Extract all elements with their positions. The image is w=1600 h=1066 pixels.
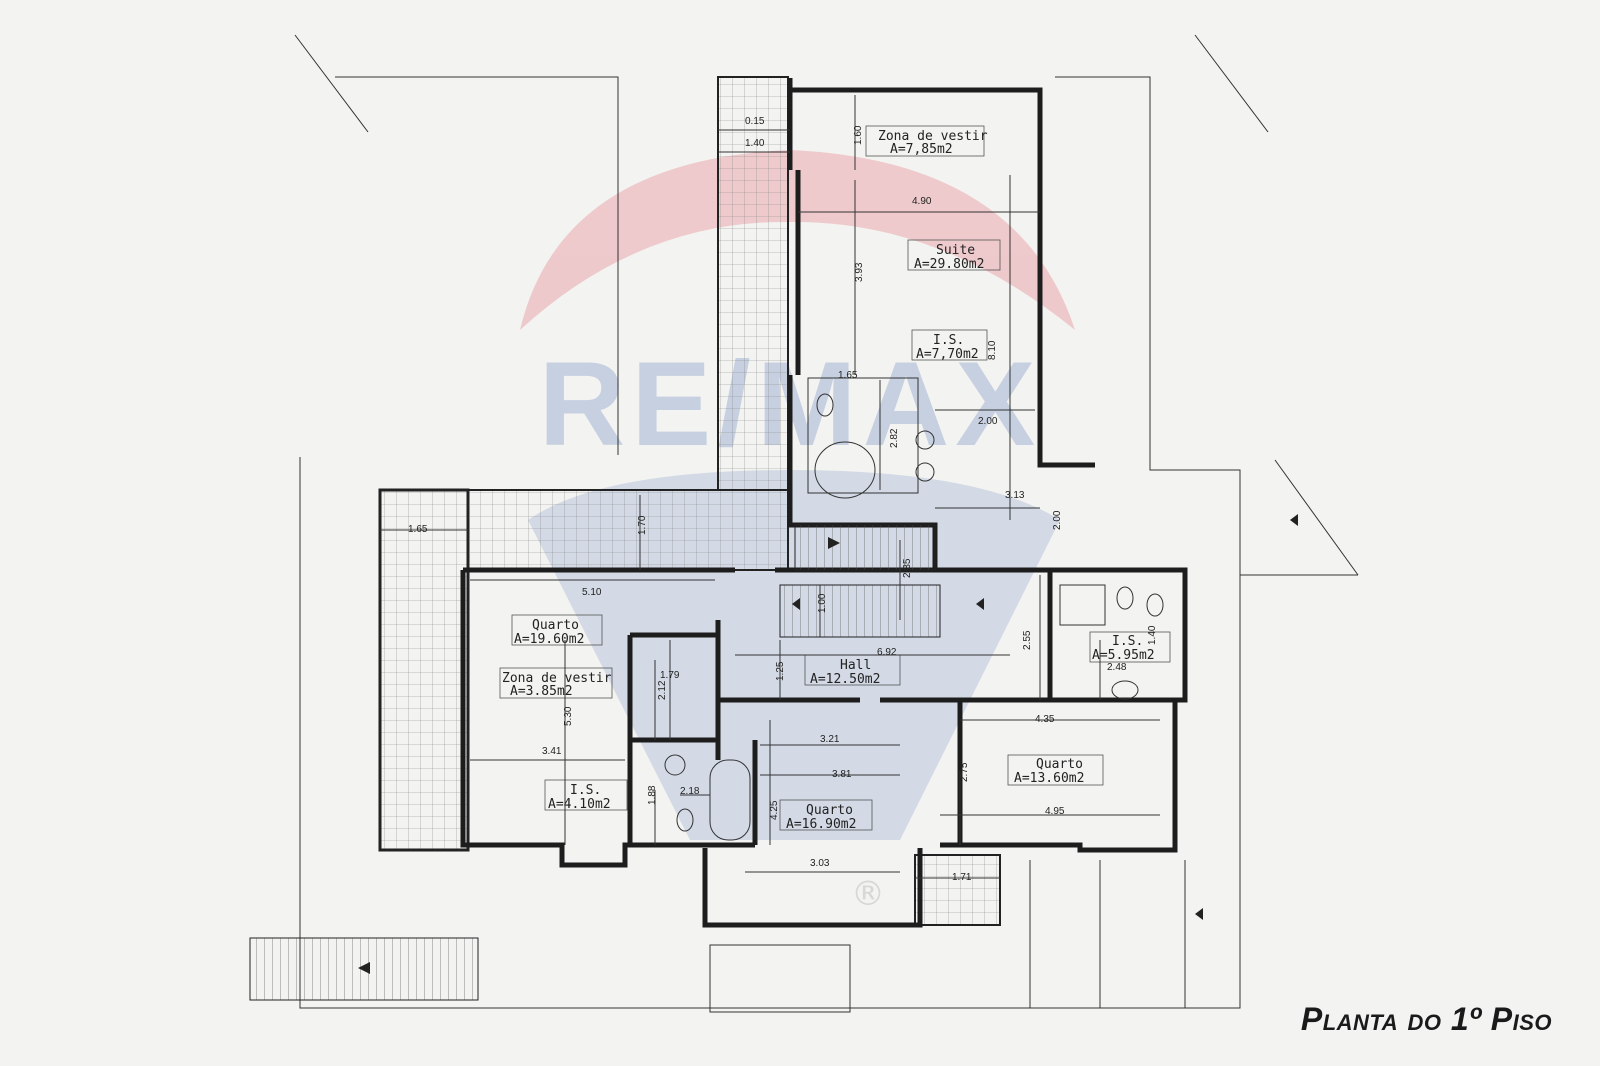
dim-2-75: 2.75 [959,762,970,782]
label-quarto-right: Quarto [1036,757,1083,772]
dim-2-82: 2.82 [889,428,900,448]
label-is-suite: I.S. [933,333,964,348]
toilet-right [1116,586,1134,610]
marker-6 [1195,908,1203,920]
marker-1 [828,537,840,549]
label-hall: Hall [840,658,871,673]
label-zona-vestir-left: Zona de vestir [502,671,612,686]
area-is-right: A=5.95m2 [1092,648,1155,663]
dim-2-18: 2.18 [680,786,700,797]
label-is-left: I.S. [570,783,601,798]
label-zona-vestir-top: Zona de vestir [878,129,988,144]
shower-right [1059,584,1106,626]
dimension-texts: 0.15 1.40 1.60 4.90 3.93 8.10 2.00 3.13 … [408,116,1158,883]
dim-2-00-a: 2.00 [978,416,998,427]
marker-2 [792,598,800,610]
plan-title: Planta do 1º Piso [1300,1001,1552,1037]
label-quarto-bottom: Quarto [806,803,853,818]
dim-1-40-b: 1.40 [1147,625,1158,645]
toilet-suite [816,393,834,417]
balloon-shape [520,150,1075,330]
dim-1-88: 1.88 [647,785,658,805]
dim-1-70: 1.70 [637,515,648,535]
registered-mark: ® [851,874,885,914]
sink-suite-2 [915,462,935,482]
terrace-left [378,488,470,852]
dim-2-35: 2.35 [902,558,913,578]
terrace-corridor [717,76,789,491]
dim-1-71: 1.71 [952,872,972,883]
dim-3-03: 3.03 [810,858,830,869]
marker-3 [976,598,984,610]
site-outlines [249,34,1359,1013]
label-is-right: I.S. [1112,634,1143,649]
label-quarto-left: Quarto [532,618,579,633]
dim-1-60: 1.60 [853,125,864,145]
dim-2-48: 2.48 [1107,662,1127,673]
fixtures [664,377,1164,841]
area-is-left: A=4.10m2 [548,797,611,812]
sink-right [1111,680,1139,700]
toilet-left [676,808,694,832]
dim-2-00-b: 2.00 [1052,510,1063,530]
dimension-lines [380,95,1160,879]
dim-1-65-b: 1.65 [838,370,858,381]
dim-1-65: 1.65 [408,524,428,535]
dim-3-21: 3.21 [820,734,840,745]
bathtub-left [709,759,751,841]
dim-2-55: 2.55 [1022,630,1033,650]
dim-5-30: 5.30 [563,706,574,726]
area-zona-vestir-top: A=7,85m2 [890,142,953,157]
dim-8-10: 8.10 [987,340,998,360]
stairs [779,524,941,638]
room-labels: Zona de vestir A=7,85m2 Suite A=29.80m2 … [499,125,1171,832]
terrace-top-left [467,489,789,571]
dim-6-92: 6.92 [877,647,897,658]
dim-1-25: 1.25 [775,661,786,681]
terraces [249,76,1001,1001]
sink-left [664,754,686,776]
level-markers [358,514,1298,974]
toilet-right-2 [1146,593,1164,617]
dim-3-41: 3.41 [542,746,562,757]
area-quarto-bottom: A=16.90m2 [786,817,856,832]
dim-3-93: 3.93 [854,262,865,282]
dim-4-90: 4.90 [912,196,932,207]
area-is-suite: A=7,70m2 [916,347,979,362]
area-quarto-left: A=19.60m2 [514,632,584,647]
marker-5 [358,962,370,974]
area-hall: A=12.50m2 [810,672,880,687]
dim-4-25: 4.25 [769,800,780,820]
area-suite: A=29.80m2 [914,257,984,272]
dim-4-95: 4.95 [1045,806,1065,817]
dim-1-00: 1.00 [817,593,828,613]
bathtub-suite [814,441,876,499]
label-suite: Suite [936,243,975,258]
dim-3-13: 3.13 [1005,490,1025,501]
terrace-bottom [914,854,1001,926]
dim-2-12: 2.12 [657,680,668,700]
dim-0-15: 0.15 [745,116,765,127]
dim-3-81: 3.81 [832,769,852,780]
dim-4-35: 4.35 [1035,714,1055,725]
dim-1-40: 1.40 [745,138,765,149]
dim-5-10: 5.10 [582,587,602,598]
area-quarto-right: A=13.60m2 [1014,771,1084,786]
sink-suite-1 [915,430,935,450]
marker-4 [1290,514,1298,526]
dim-1-79: 1.79 [660,670,680,681]
area-zona-vestir-left: A=3.85m2 [510,684,573,699]
